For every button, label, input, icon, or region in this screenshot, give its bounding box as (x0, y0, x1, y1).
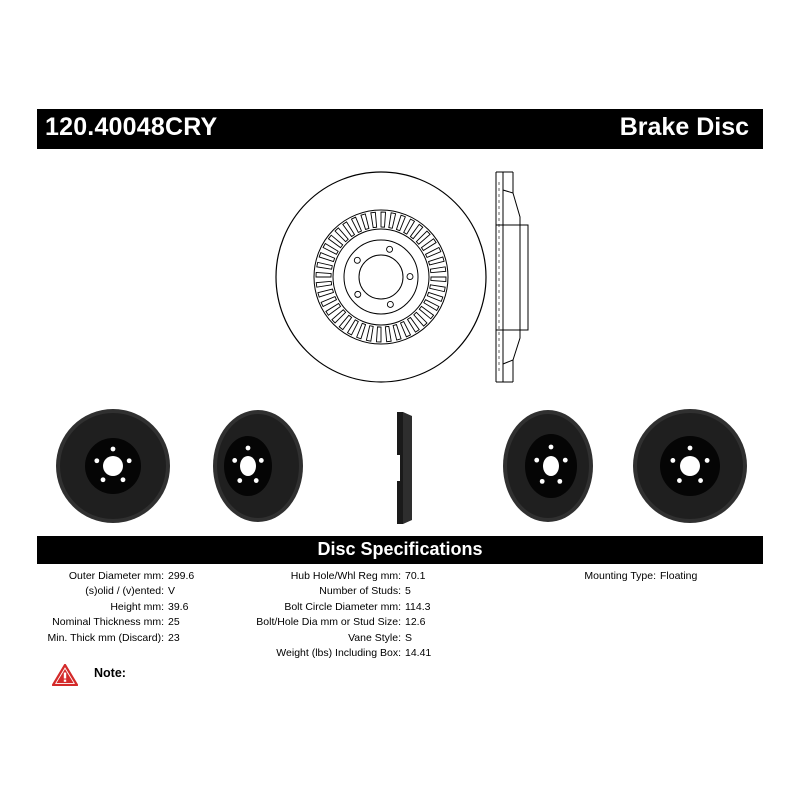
specs-column-2: Hub Hole/Whl Reg mm: 70.1 Number of Studs… (200, 569, 431, 661)
rotor-view-side (396, 412, 412, 524)
spec-row: Hub Hole/Whl Reg mm: 70.1 (200, 569, 426, 584)
rotor-view-2 (213, 410, 303, 522)
spec-label: Number of Studs: (319, 585, 401, 598)
spec-row: Bolt Circle Diameter mm: 114.3 (200, 600, 430, 615)
spec-value: 12.6 (405, 616, 426, 629)
spec-label: Weight (lbs) Including Box: (276, 646, 401, 659)
spec-label: Hub Hole/Whl Reg mm: (290, 570, 401, 582)
spec-label: Mounting Type: (584, 570, 656, 582)
spec-value: 14.41 (405, 646, 432, 659)
spec-value: V (168, 585, 176, 598)
spec-row: Bolt/Hole Dia mm or Stud Size: 12.6 (200, 615, 425, 630)
spec-row: Vane Style: S (200, 631, 412, 646)
note: Note: (51, 663, 126, 691)
spec-label: Outer Diameter mm: (68, 570, 164, 582)
spec-row: Nominal Thickness mm: 25 (0, 615, 180, 630)
spec-label: Bolt/Hole Dia mm or Stud Size: (256, 616, 401, 629)
spec-row: Outer Diameter mm: 299.6 (0, 569, 194, 584)
header-bar: 120.40048CRY Brake Disc (37, 109, 763, 149)
spec-value: S (405, 631, 413, 644)
rotor-view-1 (56, 409, 170, 523)
specs-title: Disc Specifications (317, 539, 483, 559)
rotor-view-4 (503, 410, 593, 522)
spec-value: 23 (168, 631, 180, 644)
specs-bar: Disc Specifications (37, 536, 763, 564)
spec-value: 39.6 (168, 600, 189, 613)
spec-row: (s)olid / (v)ented: V (0, 584, 175, 599)
spec-label: Bolt Circle Diameter mm: (284, 600, 401, 613)
spec-value: Floating (660, 570, 698, 582)
rotor-view-5 (633, 409, 747, 523)
spec-row: Min. Thick mm (Discard): 23 (0, 631, 180, 646)
note-label: Note: (94, 666, 126, 680)
spec-value: 299.6 (168, 570, 195, 582)
product-type: Brake Disc (619, 113, 749, 141)
warning-icon (51, 663, 79, 687)
rotor-front-line-drawing (275, 171, 487, 383)
spec-value: 70.1 (405, 570, 426, 582)
spec-row: Mounting Type: Floating (540, 569, 697, 584)
spec-value: 5 (405, 585, 411, 598)
spec-label: Min. Thick mm (Discard): (47, 631, 164, 644)
specs-column-3: Mounting Type: Floating (540, 569, 697, 584)
rotor-side-line-drawing (495, 171, 529, 383)
spec-label: Nominal Thickness mm: (52, 616, 164, 629)
spec-row: Height mm: 39.6 (0, 600, 188, 615)
spec-label: Height mm: (110, 600, 164, 613)
specs-column-1: Outer Diameter mm: 299.6 (s)olid / (v)ent… (0, 569, 195, 646)
spec-label: Vane Style: (348, 631, 401, 644)
spec-value: 25 (168, 616, 180, 629)
part-number: 120.40048CRY (45, 113, 218, 141)
spec-value: 114.3 (405, 600, 431, 613)
spec-row: Weight (lbs) Including Box: 14.41 (200, 646, 431, 661)
spec-row: Number of Studs: 5 (200, 584, 411, 599)
spec-label: (s)olid / (v)ented: (85, 585, 164, 598)
